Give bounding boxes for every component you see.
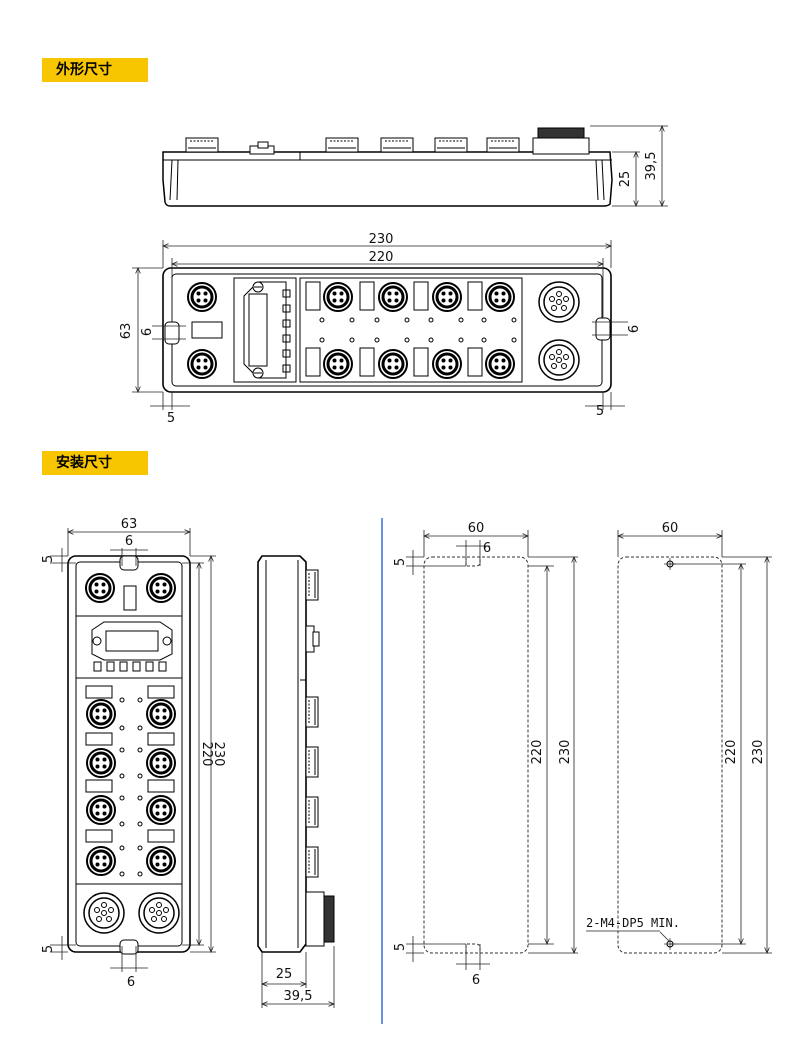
dim-top-total-length: 230 [369, 232, 394, 247]
dim-slot-offset-bottom: 5 [393, 943, 408, 951]
dim-front-length: 230 [211, 742, 226, 767]
dim-top-slot-left: 6 [140, 328, 155, 336]
dim-slot-width: 60 [468, 521, 485, 536]
dim-front-slot-bottom: 6 [127, 975, 135, 990]
dim-profile-body: 25 [276, 967, 293, 982]
dim-slot-offset-top: 5 [393, 558, 408, 566]
dim-top-slot-right: 6 [627, 325, 642, 333]
dim-profile-total: 39,5 [284, 989, 313, 1004]
dim-top-offset-left: 5 [167, 411, 175, 426]
dim-body-height: 25 [618, 171, 633, 188]
top-view: 230 220 63 6 6 5 5 [119, 232, 642, 426]
dim-front-slot-top: 6 [125, 534, 133, 549]
dim-hole-width: 60 [662, 521, 679, 536]
section-title-mounting: 安装尺寸 [42, 451, 148, 475]
dim-slot-length: 230 [558, 740, 573, 765]
dim-front-pitch: 220 [199, 742, 214, 767]
dim-hole-length: 230 [751, 740, 766, 765]
dim-slot-pitch: 220 [530, 740, 545, 765]
front-view: 63 6 5 5 6 220 230 [41, 517, 226, 990]
dim-front-width: 63 [121, 517, 138, 532]
side-view: 25 39,5 [162, 126, 668, 206]
section-title-outline: 外形尺寸 [42, 58, 148, 82]
dim-slot-bottom: 6 [472, 973, 480, 988]
dim-slot-top: 6 [483, 541, 491, 556]
slot-pattern-view: 60 6 5 5 6 220 230 [393, 521, 578, 988]
dim-front-offset-top: 5 [41, 555, 56, 563]
hole-pattern-view: 60 220 230 2-M4-DP5 MIN. [586, 521, 772, 953]
dim-hole-pitch: 220 [724, 740, 739, 765]
dim-top-width: 63 [119, 323, 134, 340]
dim-top-pitch-length: 220 [369, 250, 394, 265]
dim-top-offset-right: 5 [596, 404, 604, 419]
profile-view: 25 39,5 [257, 555, 334, 1008]
dim-front-offset-bottom: 5 [41, 945, 56, 953]
hole-note: 2-M4-DP5 MIN. [586, 916, 680, 930]
dim-total-height: 39,5 [644, 152, 659, 181]
